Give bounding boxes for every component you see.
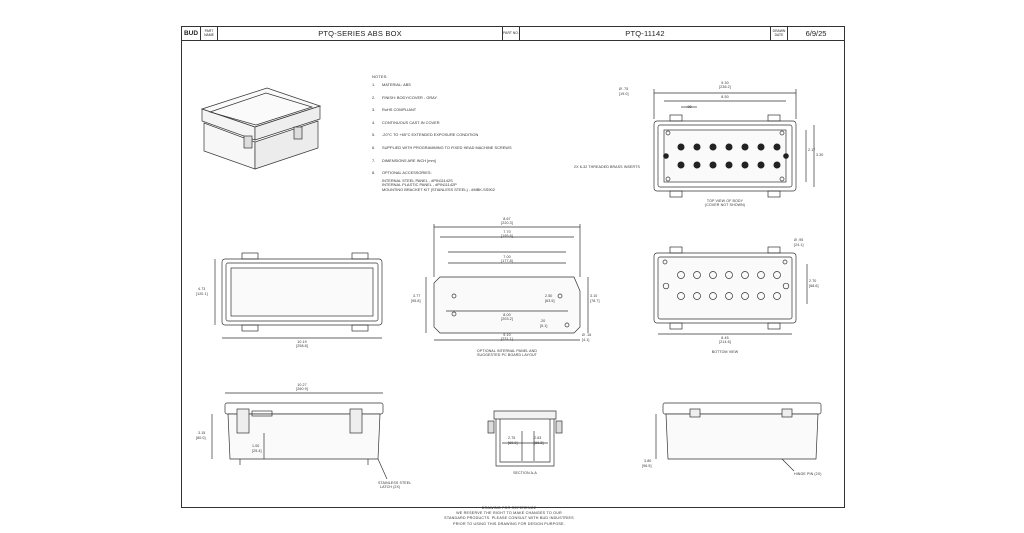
accessory-item: INTERNAL STEEL PANEL - #PIN11142S <box>382 177 453 183</box>
drawing-area: 9.30 [236.2] 8.50 .98 Ø .75 [19.0] 2.17 … <box>182 41 844 526</box>
dim-panel-w1-mm: [220.3] <box>501 221 513 225</box>
dim-panel-base2: 9.10 <box>503 333 511 337</box>
top-view <box>653 89 815 198</box>
drawing-sheet: BUD PART NAME PTQ-SERIES ABS BOX PART NO… <box>181 26 845 526</box>
reference-note-line: STANDARD PRODUCTS. PLEASE CONSULT WITH B… <box>444 516 574 521</box>
dim-panel-corner: .20 <box>540 319 546 323</box>
reference-note: DRAWING FOR REFERENCE WE RESERVE THE RIG… <box>434 506 584 527</box>
bottom-view <box>653 246 808 335</box>
reference-note-line: PRIOR TO USING THIS DRAWING FOR DESIGN P… <box>453 521 565 526</box>
dim-top-overall-mm: [236.2] <box>719 85 731 89</box>
dim-top-inner: 8.50 <box>721 95 729 99</box>
internal-panel-label: OPTIONAL INTERNAL PANEL AND <box>476 349 538 353</box>
dim-front-width: 10.19 <box>297 340 307 344</box>
drawn-date-caption: DRAWN DATE <box>771 27 788 40</box>
top-view-sublabel: (COVER NOT SHOWN) <box>704 203 746 207</box>
dim-panel-base: 8.00 <box>503 313 511 317</box>
note-item: 2.FINISH: BODY/COVER - GRAY <box>372 94 438 100</box>
bosses-note: 2X 6-32 THREADED BRASS INSERTS <box>574 165 640 169</box>
dim-panel-hole-mm: [4.1] <box>582 338 590 342</box>
hinge-label: HINGE PIN (2X) <box>794 472 822 476</box>
dim-panel-w3-mm: [177.8] <box>501 259 513 263</box>
iso-view <box>200 87 322 170</box>
dim-top-overall: 9.30 <box>721 81 729 85</box>
note-item: 7.DIMENSIONS ARE INCH [mm] <box>372 157 436 163</box>
dim-panel-base2-mm: [231.1] <box>501 337 513 341</box>
section-view <box>487 410 563 467</box>
reference-note-line: WE RESERVE THE RIGHT TO MAKE CHANGES TO … <box>456 511 562 516</box>
reference-note-line: DRAWING FOR REFERENCE <box>481 506 537 510</box>
dim-front-height-mm: [120.1] <box>196 292 208 296</box>
dim-sect-h2-mm: [66.8] <box>534 441 544 445</box>
dim-hinge-h-mm: [96.5] <box>642 464 652 468</box>
front-view <box>214 252 383 339</box>
dim-panel-w2: 7.70 <box>503 230 511 234</box>
company-logo: BUD <box>182 27 201 40</box>
dim-side-w-mm: [260.9] <box>296 387 308 391</box>
accessory-item: MOUNTING BRACKET KIT (STAINLESS STEEL) -… <box>382 186 495 192</box>
accessory-item: INTERNAL PLASTIC PANEL - #PIN11142P <box>382 182 457 188</box>
dim-side-h2-mm: [25.4] <box>252 449 262 453</box>
note-item: 3.RoHS COMPLIANT <box>372 107 417 113</box>
dim-panel-h3-mm: [63.5] <box>545 299 555 303</box>
dim-hinge-h: 3.80 <box>644 459 652 463</box>
dim-hole-dia-mm: [19.0] <box>619 92 629 96</box>
note-item: 5.-20°C TO +65°C EXTENDED EXPOSURE CONDI… <box>372 132 479 138</box>
dim-panel-hole: Ø .16 <box>582 333 592 337</box>
notes-title: NOTES: <box>372 74 388 79</box>
dim-front-height: 4.73 <box>198 287 206 291</box>
bottom-view-label: BOTTOM VIEW <box>711 350 739 354</box>
dim-panel-base-mm: [203.2] <box>501 317 513 321</box>
dim-side-h2: 1.00 <box>252 444 260 448</box>
dim-top-depth: 3.30 <box>816 153 824 157</box>
title-block: BUD PART NAME PTQ-SERIES ABS BOX PART NO… <box>182 27 844 41</box>
section-label: SECTION A-A <box>513 471 537 475</box>
note-item: 1.MATERIAL: ABS <box>372 82 411 87</box>
dim-panel-h2-mm: [78.7] <box>590 299 600 303</box>
end-view <box>655 402 822 472</box>
panel-view <box>425 224 589 341</box>
dim-sect-h-mm: [69.9] <box>508 441 518 445</box>
side-view <box>211 392 388 480</box>
part-name-caption: PART NAME <box>201 27 218 40</box>
internal-panel-sublabel: SUGGESTED PC BOARD LAYOUT <box>477 353 537 357</box>
part-number: PTQ-11142 <box>520 27 771 40</box>
part-no-caption: PART NO. <box>503 27 520 40</box>
part-name: PTQ-SERIES ABS BOX <box>218 27 503 40</box>
dim-sect-h: 2.75 <box>508 436 516 440</box>
dim-bottom-h-mm: [68.6] <box>809 284 819 288</box>
dim-bottom-h: 2.70 <box>809 279 817 283</box>
dim-panel-corner-mm: [5.1] <box>540 324 548 328</box>
drawn-date: 6/9/25 <box>805 29 827 38</box>
catch-sublabel: LATCH (2X) <box>380 485 401 489</box>
dim-panel-h1: 3.77 <box>413 294 421 298</box>
dim-panel-h3: 2.50 <box>545 294 553 298</box>
dim-panel-w1: 8.67 <box>503 217 511 221</box>
dim-hole-dia2-mm: [24.1] <box>794 243 804 247</box>
catch-label: STAINLESS STEEL <box>378 481 412 485</box>
top-view-label: TOP VIEW OF BODY <box>706 199 744 203</box>
note-item: 6.SUPPLIED WITH PROGRAMMING TO FIXED HEA… <box>372 144 512 150</box>
dim-panel-w3: 7.00 <box>503 255 511 259</box>
dim-sect-h2: 2.63 <box>534 436 542 440</box>
dim-side-h: 3.15 <box>198 431 206 435</box>
dim-hole-dia: Ø .75 <box>619 87 629 91</box>
dim-side-w: 10.27 <box>297 383 307 387</box>
dim-bottom-w-mm: [214.6] <box>719 340 731 344</box>
dim-front-width-mm: [258.8] <box>296 344 308 348</box>
dim-bottom-w: 8.45 <box>721 336 729 340</box>
dim-panel-w2-mm: [195.6] <box>501 234 513 238</box>
dim-hole-dia2: Ø .95 <box>794 238 804 242</box>
dim-top-depth2: 2.17 <box>808 148 816 152</box>
note-item: 4.CONTINUOUS CAST-IN COVER <box>372 119 440 125</box>
notes-block: NOTES: 1.MATERIAL: ABS 2.FINISH: BODY/CO… <box>372 74 512 193</box>
note-item: 8.OPTIONAL ACCESSORIES: <box>372 170 432 176</box>
accessories-list: INTERNAL STEEL PANEL - #PIN11142S INTERN… <box>382 177 512 193</box>
dim-side-h-mm: [80.0] <box>196 436 206 440</box>
dim-panel-h1-mm: [95.8] <box>411 299 421 303</box>
dim-panel-h2: 3.10 <box>590 294 598 298</box>
dim-top-pitch: .98 <box>686 105 692 109</box>
drawing-views <box>200 87 822 480</box>
